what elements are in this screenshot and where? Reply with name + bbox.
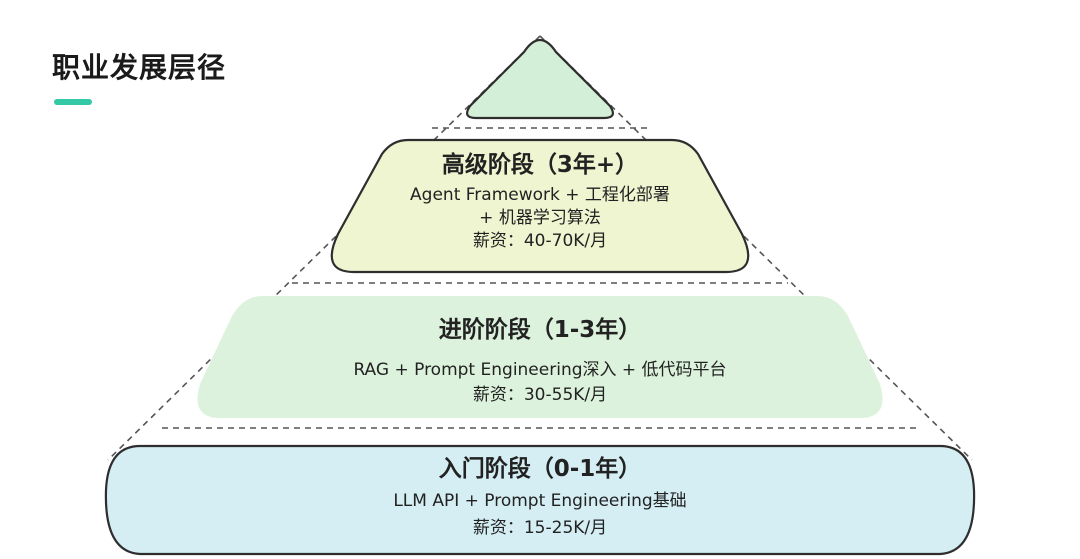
- tier-senior-line-2: + 机器学习算法: [479, 208, 601, 228]
- tier-entry-shape: [104, 444, 976, 556]
- pyramid-dashed-left-edge: [107, 35, 541, 461]
- tier-mid-salary: 薪资：30-55K/月: [472, 385, 608, 405]
- tier-senior-salary: 薪资：40-70K/月: [472, 231, 608, 251]
- tier-senior-shape: [330, 138, 750, 274]
- tier-mid-title: 进阶阶段（1-3年）: [438, 317, 642, 343]
- tier-entry-title: 入门阶段（0-1年）: [438, 456, 642, 482]
- tier-mid-line-1: RAG + Prompt Engineering深入 + 低代码平台: [353, 360, 727, 380]
- page-title: 职业发展层径: [52, 51, 227, 84]
- tier-senior-line-1: Agent Framework + 工程化部署: [410, 185, 670, 205]
- tier-apex-shape: [466, 38, 614, 120]
- tier-mid-text: 进阶阶段（1-3年） RAG + Prompt Engineering深入 + …: [240, 315, 840, 407]
- title-accent-bar: [54, 99, 92, 105]
- tier-entry-salary: 薪资：15-25K/月: [472, 518, 608, 538]
- tier-senior-title: 高级阶段（3年+）: [441, 152, 639, 178]
- tier-entry-line-1: LLM API + Prompt Engineering基础: [393, 491, 687, 511]
- pyramid-dashed-right-edge: [539, 35, 973, 461]
- tier-senior-text: 高级阶段（3年+） Agent Framework + 工程化部署 + 机器学习…: [340, 150, 740, 253]
- tier-mid-shape: [197, 296, 883, 418]
- tier-entry-text: 入门阶段（0-1年） LLM API + Prompt Engineering基…: [240, 454, 840, 540]
